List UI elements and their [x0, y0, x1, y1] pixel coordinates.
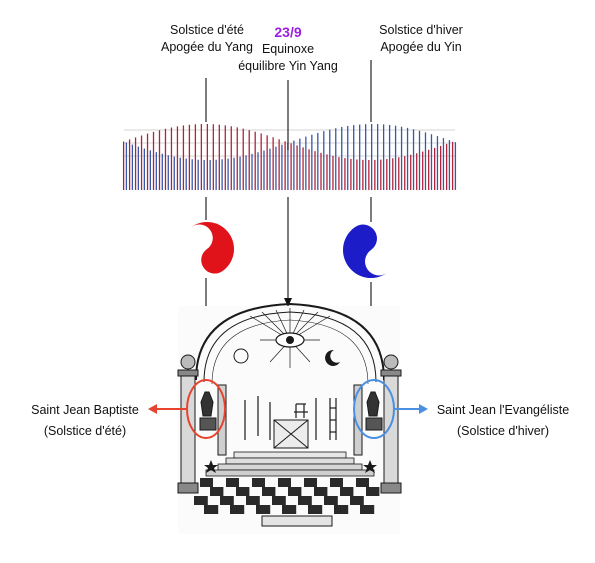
equinox-subtitle: équilibre Yin Yang	[238, 59, 338, 73]
floor-tile	[210, 487, 224, 496]
checkered-floor	[194, 478, 380, 514]
floor-tile	[226, 478, 239, 487]
left-saint-highlight	[186, 379, 226, 439]
summer-solstice-subtitle: Apogée du Yang	[161, 40, 253, 54]
floor-tile	[204, 505, 219, 514]
equinox-title: Equinoxe	[261, 42, 315, 56]
equinox-label: 23/9 Equinoxe équilibre Yin Yang	[188, 24, 388, 75]
floor-tile	[262, 487, 276, 496]
winter-solstice-title: Solstice d'hiver	[379, 23, 463, 37]
floor-tile	[200, 478, 213, 487]
floor-tile	[350, 496, 364, 505]
floor-tile	[252, 478, 265, 487]
winter-solstice-label: Solstice d'hiver Apogée du Yin	[326, 22, 516, 56]
connector-lines	[205, 60, 372, 336]
floor-tile	[256, 505, 271, 514]
right-callout-arrow	[394, 404, 428, 414]
floor-tile	[324, 496, 338, 505]
floor-tile	[340, 487, 354, 496]
summer-solstice-label: Solstice d'été Apogée du Yang	[112, 22, 302, 56]
floor-tile	[220, 496, 234, 505]
left-saint-sub: (Solstice d'été)	[43, 424, 127, 438]
floor-tile	[304, 478, 317, 487]
summer-solstice-title: Solstice d'été	[170, 23, 244, 37]
left-saint-label: Saint Jean Baptiste (Solstice d'été)	[20, 402, 150, 440]
floor-tile	[230, 505, 245, 514]
masonic-temple-engraving	[177, 302, 402, 534]
right-saint-name: Saint Jean l'Evangéliste	[436, 403, 570, 417]
floor-tile	[278, 478, 291, 487]
floor-tile	[334, 505, 349, 514]
winter-solstice-subtitle: Apogée du Yin	[380, 40, 462, 54]
floor-tile	[298, 496, 312, 505]
floor-tile	[314, 487, 328, 496]
all-seeing-eye-icon	[275, 332, 305, 348]
equinox-date: 23/9	[274, 24, 302, 40]
floor-tile	[288, 487, 302, 496]
left-saint-name: Saint Jean Baptiste	[31, 403, 139, 417]
wave-chart-gridlines	[124, 129, 455, 157]
floor-tile	[356, 478, 369, 487]
floor-tile	[308, 505, 323, 514]
floor-tile	[330, 478, 343, 487]
floor-tile	[236, 487, 250, 496]
floor-tile	[246, 496, 260, 505]
red-yin-yang-icon	[180, 222, 234, 276]
left-callout-arrow	[148, 404, 186, 414]
floor-tile	[360, 505, 375, 514]
floor-tile	[272, 496, 286, 505]
floor-tile	[194, 496, 208, 505]
floor-tile	[366, 487, 380, 496]
blue-yin-yang-icon	[343, 224, 388, 278]
right-saint-label: Saint Jean l'Evangéliste (Solstice d'hiv…	[428, 402, 578, 440]
floor-tile	[282, 505, 297, 514]
right-saint-sub: (Solstice d'hiver)	[457, 424, 549, 438]
wave-chart-bars	[122, 124, 457, 190]
